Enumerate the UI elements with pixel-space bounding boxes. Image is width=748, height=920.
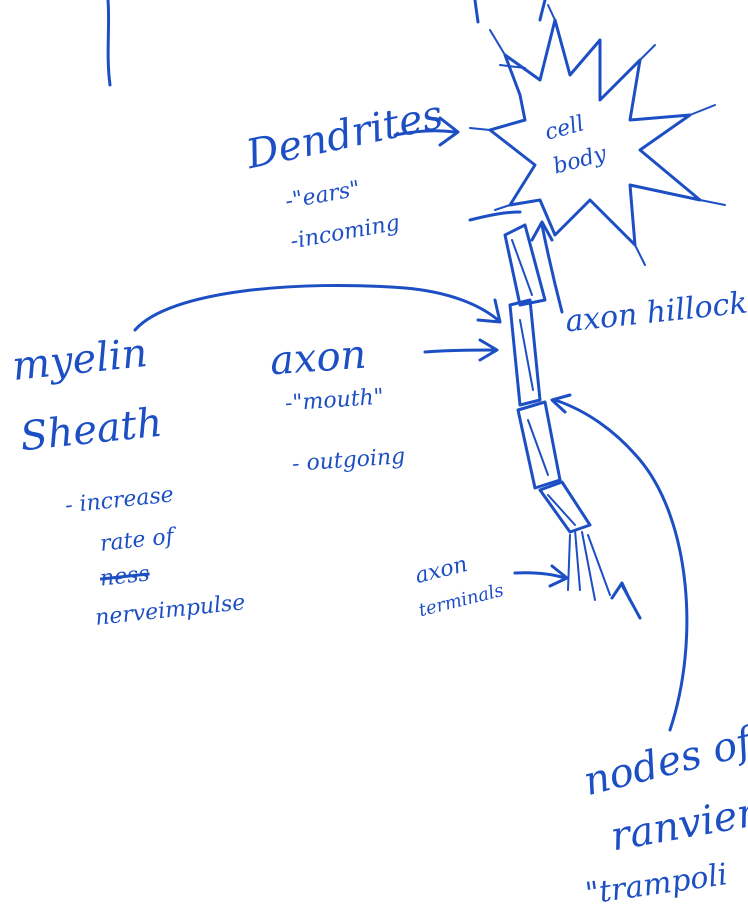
myelin-note-crossed-out: ness: [99, 563, 151, 590]
incoming-to-cell-arrow: [470, 212, 520, 220]
axon-label: axon: [269, 335, 368, 382]
axon-myelin-segments: [505, 225, 590, 532]
cell-body-outline: [470, 5, 725, 265]
top-partial-strokes: [108, 0, 545, 85]
axon-terminal-lines: [568, 530, 610, 600]
axon-terminals-arrow: [515, 566, 567, 586]
nodes-of-ranvier-arrow: [552, 395, 687, 730]
terminal-caret-arrow: [612, 583, 640, 618]
myelin-arrow: [135, 285, 500, 330]
axon-arrow: [425, 340, 497, 360]
